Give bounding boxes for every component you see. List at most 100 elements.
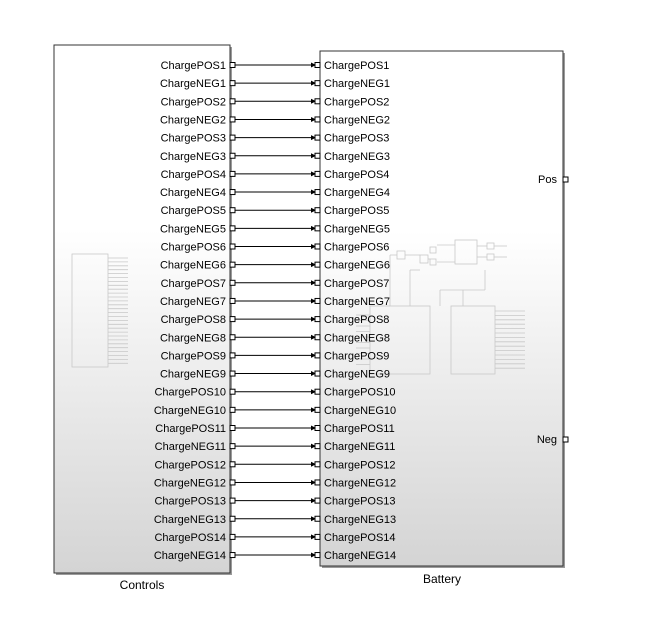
controls-block[interactable]: [53, 44, 231, 574]
controls-output-port[interactable]: [229, 370, 236, 377]
battery-input-port[interactable]: [314, 207, 321, 214]
battery-input-port[interactable]: [314, 152, 321, 159]
battery-port-label: ChargeNEG14: [324, 550, 396, 562]
controls-port-label: ChargeNEG9: [160, 369, 226, 381]
controls-port-label: ChargeNEG14: [154, 550, 226, 562]
battery-port-label: ChargeNEG5: [324, 223, 390, 235]
battery-input-port[interactable]: [314, 98, 321, 105]
battery-input-port[interactable]: [314, 461, 321, 468]
battery-input-port[interactable]: [314, 552, 321, 559]
battery-input-port[interactable]: [314, 370, 321, 377]
controls-port-label: ChargePOS8: [161, 314, 226, 326]
battery-input-port[interactable]: [314, 316, 321, 323]
battery-input-port[interactable]: [314, 134, 321, 141]
controls-output-port[interactable]: [229, 243, 236, 250]
wire-arrowhead: [311, 425, 316, 431]
wire-arrowhead: [311, 534, 316, 540]
battery-input-port[interactable]: [314, 297, 321, 304]
battery-block[interactable]: [319, 50, 564, 567]
battery-port-label: ChargePOS5: [324, 205, 389, 217]
controls-output-port[interactable]: [229, 425, 236, 431]
battery-port-label: ChargeNEG9: [324, 369, 390, 381]
controls-output-port[interactable]: [229, 261, 236, 268]
battery-input-port[interactable]: [314, 388, 321, 395]
battery-input-port[interactable]: [314, 515, 321, 522]
controls-output-port[interactable]: [229, 134, 236, 141]
battery-mask-preview: [356, 239, 525, 375]
controls-port-label: ChargePOS10: [154, 387, 226, 399]
battery-port-label: ChargePOS1: [324, 60, 389, 72]
battery-input-port[interactable]: [314, 425, 321, 431]
battery-port-label: ChargeNEG7: [324, 296, 390, 308]
controls-output-port[interactable]: [229, 62, 236, 68]
battery-input-port[interactable]: [314, 243, 321, 250]
battery-port-label: ChargeNEG11: [324, 441, 395, 453]
battery-input-port[interactable]: [314, 261, 321, 268]
controls-port-label: ChargeNEG5: [160, 223, 226, 235]
controls-port-label: ChargeNEG10: [154, 405, 226, 417]
battery-input-port[interactable]: [314, 116, 321, 123]
controls-output-port[interactable]: [229, 297, 236, 304]
battery-input-port[interactable]: [314, 80, 321, 87]
controls-port-label: ChargeNEG8: [160, 332, 226, 344]
battery-input-port[interactable]: [314, 225, 321, 232]
controls-port-label: ChargeNEG12: [154, 477, 226, 489]
wire-arrowhead: [311, 298, 316, 304]
controls-output-port[interactable]: [229, 443, 236, 450]
controls-output-port[interactable]: [229, 152, 236, 159]
wire-arrowhead: [311, 207, 316, 213]
wire-arrowhead: [311, 316, 316, 322]
battery-input-port[interactable]: [314, 406, 321, 413]
wire-arrowhead: [311, 244, 316, 249]
battery-input-port[interactable]: [314, 352, 321, 359]
controls-output-port[interactable]: [229, 80, 236, 87]
battery-port-label: ChargeNEG12: [324, 477, 396, 489]
battery-input-port[interactable]: [314, 533, 321, 540]
controls-output-port[interactable]: [229, 189, 236, 196]
battery-input-port[interactable]: [314, 170, 321, 177]
battery-input-port[interactable]: [314, 497, 321, 504]
controls-port-label: ChargePOS5: [161, 205, 226, 217]
battery-port-label-pos: Pos: [538, 174, 557, 186]
controls-output-port[interactable]: [229, 207, 236, 214]
battery-port-label: ChargeNEG4: [324, 187, 390, 199]
wire-arrowhead: [311, 171, 316, 177]
wire-arrowhead: [311, 498, 316, 504]
controls-output-port[interactable]: [229, 552, 236, 559]
battery-port-label: ChargeNEG8: [324, 332, 390, 344]
battery-input-port[interactable]: [314, 62, 321, 68]
controls-output-port[interactable]: [229, 352, 236, 359]
controls-output-port[interactable]: [229, 170, 236, 177]
controls-output-port[interactable]: [229, 406, 236, 413]
battery-input-port[interactable]: [314, 443, 321, 450]
controls-output-port[interactable]: [229, 116, 236, 123]
battery-port-label: ChargePOS12: [324, 459, 396, 471]
battery-input-port[interactable]: [314, 479, 321, 486]
controls-output-port[interactable]: [229, 98, 236, 105]
battery-port-label: ChargeNEG13: [324, 514, 396, 526]
battery-output-port-neg[interactable]: [562, 436, 569, 443]
controls-output-port[interactable]: [229, 316, 236, 323]
battery-input-port[interactable]: [314, 334, 321, 341]
wire-arrowhead: [311, 334, 316, 340]
controls-output-port[interactable]: [229, 497, 236, 504]
controls-output-port[interactable]: [229, 388, 236, 395]
battery-input-port[interactable]: [314, 189, 321, 196]
battery-output-port-pos[interactable]: [562, 176, 569, 183]
battery-input-port[interactable]: [314, 279, 321, 286]
controls-port-label: ChargePOS2: [161, 96, 226, 108]
controls-output-port[interactable]: [229, 279, 236, 286]
controls-output-port[interactable]: [229, 533, 236, 540]
controls-output-port[interactable]: [229, 334, 236, 341]
controls-port-label: ChargeNEG4: [160, 187, 226, 199]
controls-output-port[interactable]: [229, 515, 236, 522]
controls-port-label: ChargePOS6: [161, 242, 226, 254]
controls-output-port[interactable]: [229, 461, 236, 468]
wire-arrowhead: [311, 80, 316, 86]
controls-output-port[interactable]: [229, 225, 236, 232]
battery-port-label: ChargeNEG1: [324, 78, 390, 90]
wire-arrowhead: [311, 552, 316, 558]
battery-port-label: ChargePOS6: [324, 242, 389, 254]
controls-output-port[interactable]: [229, 479, 236, 486]
